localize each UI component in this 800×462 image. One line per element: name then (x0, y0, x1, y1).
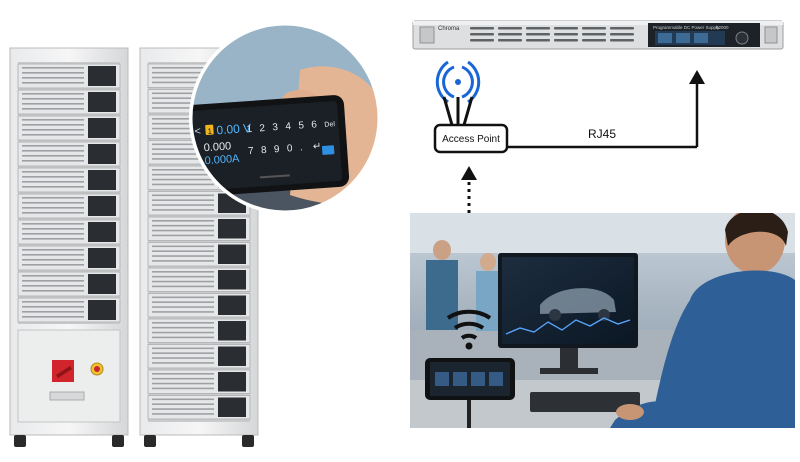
rack-module (147, 344, 251, 369)
rack-module (147, 267, 251, 292)
keypad-key: Del (324, 121, 335, 129)
keypad-key: 8 (261, 145, 268, 156)
access-point-label: Access Point (442, 134, 500, 145)
enter-key (321, 145, 335, 155)
rack-module (17, 167, 121, 193)
rack-module (147, 191, 251, 216)
current-reading: 0.000A (204, 153, 240, 167)
model-number: 62000 (716, 25, 729, 30)
rack-module (17, 193, 121, 219)
keypad-key: . (300, 142, 304, 153)
rack-module (147, 242, 251, 267)
wireless-link (461, 166, 477, 300)
arrow-up-icon (689, 70, 705, 84)
wifi-icon (435, 60, 481, 104)
rack-module (147, 293, 251, 318)
rack-module (17, 245, 121, 271)
dc-power-supply-unit: Chroma Programmable DC Power Supply 6200… (412, 20, 784, 50)
keypad-key: 0 (287, 143, 294, 154)
keypad-key: 2 (259, 123, 266, 134)
model-text: Programmable DC Power Supply (653, 25, 720, 30)
keypad-key: 4 (285, 121, 292, 132)
rack-cabinet-left (9, 47, 129, 447)
rj45-link: RJ45 (507, 70, 705, 149)
rj45-label: RJ45 (588, 127, 616, 141)
keypad-key: 1 (246, 124, 253, 135)
keypad-key: 6 (311, 119, 318, 130)
router-icon: Access Point (433, 96, 509, 154)
rack-module (17, 63, 121, 89)
rack-module (147, 216, 251, 241)
keypad-key: ↵ (313, 141, 322, 153)
brand-logo: Chroma (438, 26, 460, 32)
rack-module (17, 271, 121, 297)
lab-workstation-scene (410, 213, 795, 428)
keypad-key: 5 (298, 120, 305, 131)
rack-module (17, 297, 121, 323)
wifi-icon (446, 309, 492, 350)
voltage-setting: 0.00 V (216, 121, 252, 137)
svg-text:<: < (194, 125, 201, 137)
rack-module (147, 369, 251, 394)
voltage-reading: 0.000 (203, 140, 231, 154)
keypad-key: 3 (272, 122, 279, 133)
keypad-key: 7 (248, 146, 255, 157)
rack-module (17, 89, 121, 115)
arrow-up-icon (461, 166, 477, 180)
rack-module (147, 318, 251, 343)
keypad-key: 9 (274, 144, 281, 155)
rack-module (17, 115, 121, 141)
rack-module (17, 141, 121, 167)
channel-badge: 1 (207, 127, 213, 136)
emergency-stop-icon (52, 360, 74, 382)
rack-module (17, 219, 121, 245)
rack-module (147, 395, 251, 420)
